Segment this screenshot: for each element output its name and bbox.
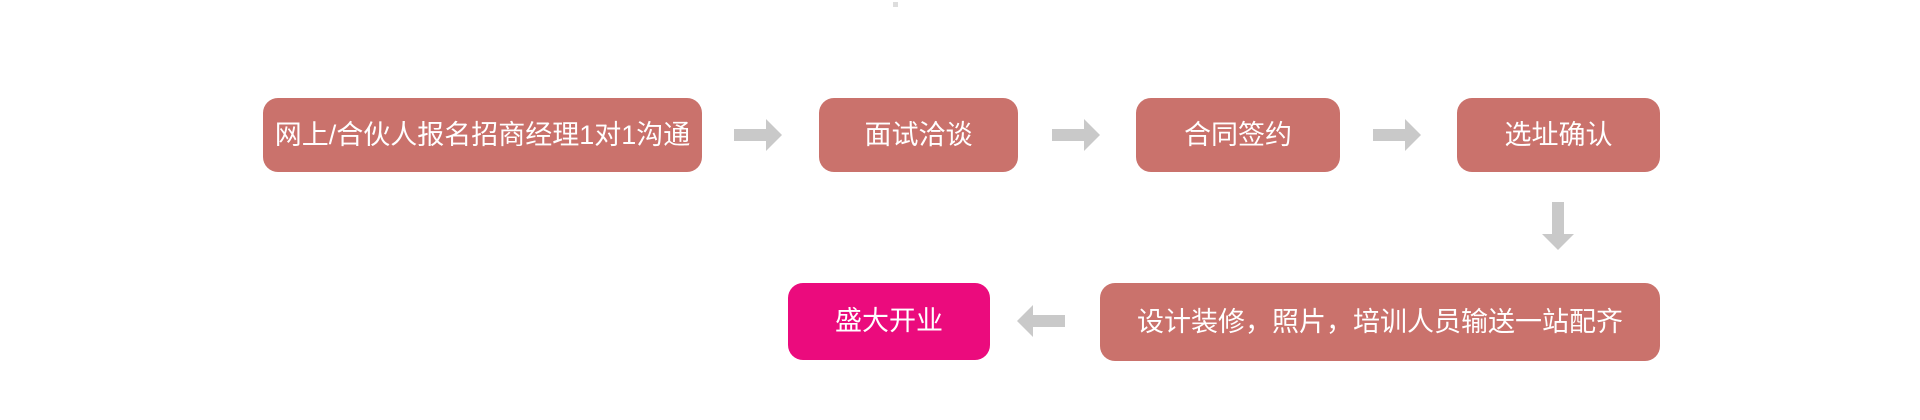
arrow-right-icon xyxy=(734,119,782,151)
flow-step-setup: 设计装修，照片，培训人员输送一站配齐 xyxy=(1100,283,1660,361)
flow-step-contract-label: 合同签约 xyxy=(1184,119,1292,150)
flow-step-grand-opening-label: 盛大开业 xyxy=(835,306,943,337)
flow-step-setup-label: 设计装修，照片，培训人员输送一站配齐 xyxy=(1137,306,1623,337)
flow-step-site-confirm-label: 选址确认 xyxy=(1504,119,1613,150)
flow-step-grand-opening: 盛大开业 xyxy=(788,283,990,360)
arrow-right-icon xyxy=(1052,119,1100,151)
flow-step-interview-label: 面试洽谈 xyxy=(864,119,973,150)
arrow-left-icon xyxy=(1017,305,1065,337)
flow-step-site-confirm: 选址确认 xyxy=(1457,98,1660,172)
flow-step-signup: 网上/合伙人报名招商经理1对1沟通 xyxy=(263,98,702,172)
flow-step-interview: 面试洽谈 xyxy=(819,98,1018,172)
arrow-right-icon xyxy=(1373,119,1421,151)
flow-step-signup-label: 网上/合伙人报名招商经理1对1沟通 xyxy=(274,119,691,150)
artifact-dot xyxy=(893,2,898,7)
arrow-down-icon xyxy=(1542,202,1574,250)
flow-step-contract: 合同签约 xyxy=(1136,98,1340,172)
